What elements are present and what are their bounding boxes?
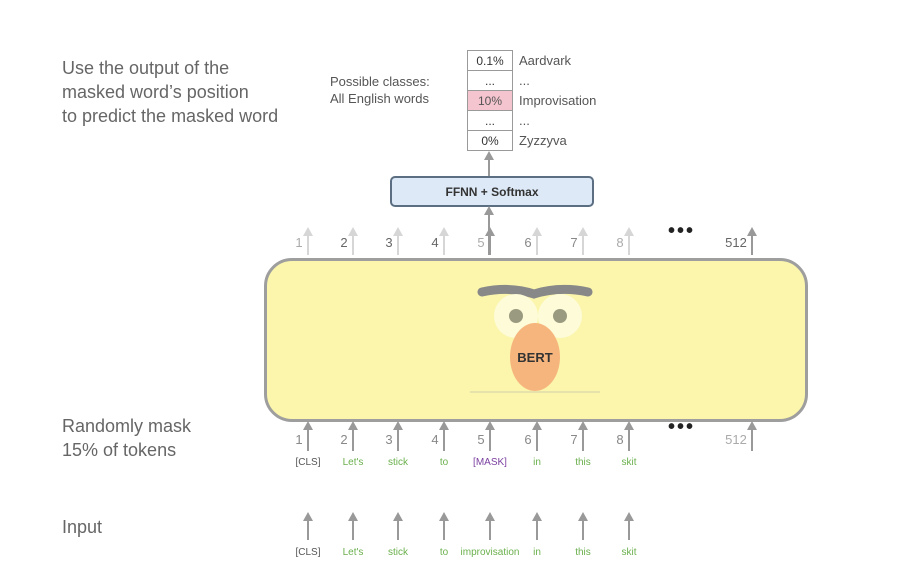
input-arrow-icon: [393, 421, 403, 451]
probability-table: 0.1%Aardvark......10%Improvisation......…: [467, 50, 597, 151]
output-position-number: 2: [340, 235, 348, 250]
output-position-number: 7: [570, 235, 578, 250]
output-arrow-icon: [532, 227, 542, 255]
output-position-number: 6: [524, 235, 532, 250]
probability-value: 10%: [467, 90, 513, 111]
input-token: in: [533, 547, 541, 558]
heading-mask-line: 15% of tokens: [62, 440, 177, 460]
input-position-number: 7: [570, 432, 578, 447]
probability-value: ...: [467, 110, 513, 131]
class-word: ...: [519, 73, 530, 88]
input-token: [CLS]: [295, 547, 321, 558]
output-arrow-icon: [393, 227, 403, 255]
classes-label-line: All English words: [330, 91, 429, 106]
input-token: this: [575, 547, 591, 558]
class-word: Aardvark: [519, 53, 572, 68]
output-arrow-icon: [578, 227, 588, 255]
raw-input-arrow-icon: [348, 512, 358, 540]
masked-token: in: [533, 457, 541, 468]
input-position-number: 1: [295, 432, 303, 447]
raw-input-arrow-icon: [485, 512, 495, 540]
input-arrow-icon: [532, 421, 542, 451]
class-word: ...: [519, 113, 530, 128]
probability-row: 10% Improvisation: [467, 90, 597, 111]
input-arrow-icon: [485, 421, 495, 451]
input-token: to: [439, 547, 449, 558]
output-position-number: 1: [295, 235, 303, 250]
output-arrow-icon: [485, 227, 495, 255]
ffnn-softmax-box: FFNN + Softmax: [390, 176, 594, 207]
raw-input-arrow-icon: [532, 512, 542, 540]
input-arrow-icon: [747, 421, 757, 451]
input-arrow-icon: [439, 421, 449, 451]
output-position-number: 8: [616, 235, 624, 250]
heading-predict-line: Use the output of the: [62, 58, 230, 78]
heading-predict: Use the output of the masked word’s posi…: [62, 56, 278, 128]
raw-input-arrow-icon: [578, 512, 588, 540]
output-position-number: 4: [431, 235, 439, 250]
input-token: Let's: [342, 547, 364, 558]
heading-mask-line: Randomly mask: [62, 416, 192, 436]
input-arrow-icon: [348, 421, 358, 451]
masked-token: this: [575, 457, 591, 468]
output-position-number: 5: [477, 235, 485, 250]
input-token: skit: [621, 547, 637, 558]
heading-predict-line: masked word’s position: [62, 82, 249, 102]
masked-token: to: [439, 457, 449, 468]
input-arrow-icon: [624, 421, 634, 451]
probability-row: 0% Zyzzyva: [467, 130, 597, 151]
probability-value: ...: [467, 70, 513, 91]
output-position-number: 512: [725, 235, 747, 250]
input-token: improvisation: [460, 547, 520, 558]
input-position-number: 2: [340, 432, 348, 447]
raw-input-arrow-icon: [303, 512, 313, 540]
raw-input-arrow-icon: [439, 512, 449, 540]
probability-row: ......: [467, 110, 597, 131]
classes-label-line: Possible classes:: [330, 74, 430, 89]
masked-token: skit: [621, 457, 637, 468]
raw-input-arrow-icon: [624, 512, 634, 540]
input-position-number: 8: [616, 432, 624, 447]
ellipsis-icon: •••: [668, 416, 696, 438]
output-arrow-icon: [348, 227, 358, 255]
classes-label: Possible classes: All English words: [330, 73, 430, 107]
ellipsis-icon: •••: [668, 220, 696, 242]
input-position-number: 3: [385, 432, 393, 447]
input-position-number: 4: [431, 432, 439, 447]
output-position-number: 3: [385, 235, 393, 250]
masked-token: stick: [388, 457, 408, 468]
class-word: Zyzzyva: [519, 133, 567, 148]
input-arrow-icon: [303, 421, 313, 451]
probability-row: 0.1% Aardvark: [467, 50, 597, 71]
bert-label: BERT: [517, 350, 553, 365]
input-position-number: 6: [524, 432, 532, 447]
masked-token: [MASK]: [473, 457, 507, 468]
arrow-ffnn-to-table: [484, 151, 494, 176]
input-position-number: 5: [477, 432, 485, 447]
input-token: stick: [388, 547, 408, 558]
probability-value: 0.1%: [467, 50, 513, 71]
heading-predict-line: to predict the masked word: [62, 106, 279, 126]
masked-token: Let's: [342, 457, 364, 468]
probability-value: 0%: [467, 130, 513, 151]
input-position-number: 512: [725, 432, 747, 447]
output-arrow-icon: [747, 227, 757, 255]
heading-mask: Randomly mask 15% of tokens: [62, 414, 191, 462]
class-word: Improvisation: [519, 93, 597, 108]
output-arrow-icon: [303, 227, 313, 255]
output-arrow-icon: [624, 227, 634, 255]
heading-input: Input: [62, 517, 103, 537]
input-arrow-icon: [578, 421, 588, 451]
probability-row: ......: [467, 70, 597, 91]
masked-token: [CLS]: [295, 457, 321, 468]
raw-input-arrow-icon: [393, 512, 403, 540]
output-arrow-icon: [439, 227, 449, 255]
bert-face-icon: [470, 284, 600, 393]
